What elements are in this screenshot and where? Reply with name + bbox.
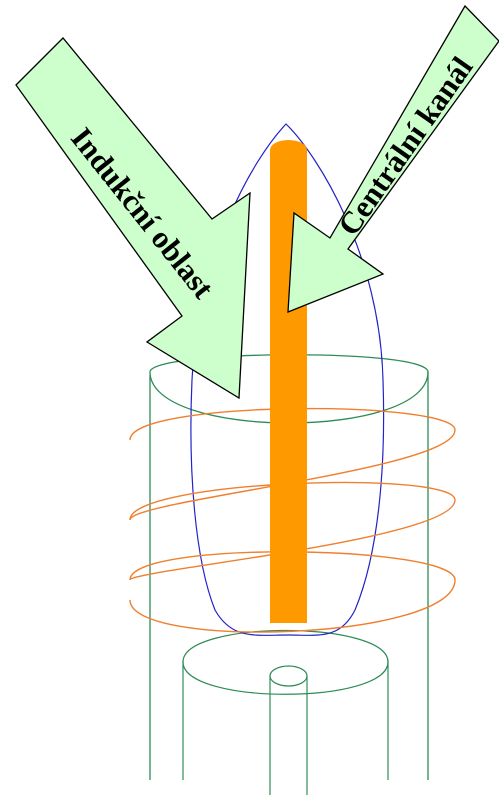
induction-zone-arrow-shape xyxy=(15,37,251,400)
central-channel-arrow-shape xyxy=(287,4,499,313)
intermediate-tube xyxy=(182,630,389,780)
intermediate-tube-rim xyxy=(182,630,389,695)
central-channel-label: Centrální kanál xyxy=(331,50,480,242)
injector-tube-rim xyxy=(269,665,308,687)
induction-coil xyxy=(129,407,456,633)
induction-zone-arrow: Indukční oblast xyxy=(15,37,251,400)
injector-tube xyxy=(269,665,308,795)
coil-turn-2 xyxy=(129,481,456,581)
coil-turn-1 xyxy=(129,407,456,521)
coil-turn-3 xyxy=(129,551,456,633)
central-channel-arrow: Centrální kanál xyxy=(287,4,499,313)
central-channel-bar-top xyxy=(270,140,307,160)
